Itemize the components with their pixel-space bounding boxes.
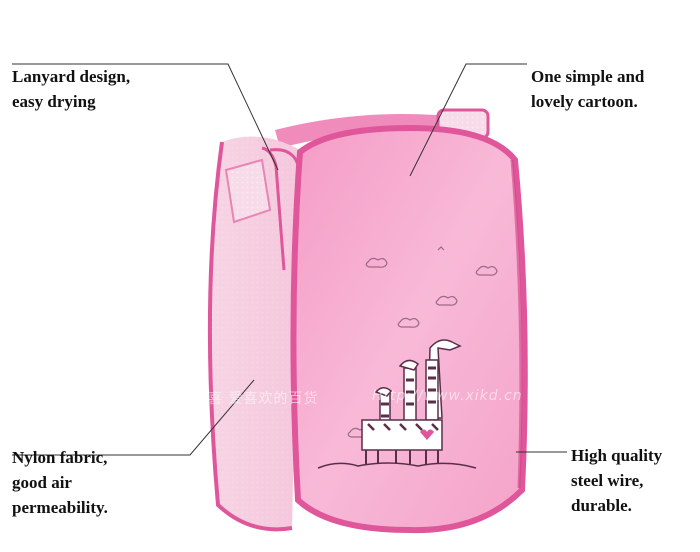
giraffe-cartoon	[317, 339, 477, 469]
watermark-chinese: 喜 爱喜欢的百货	[208, 391, 319, 407]
mesh-side-panel	[207, 136, 302, 532]
callout-cartoon-line1: One simple and	[531, 67, 645, 86]
callout-lanyard-line2: easy drying	[12, 92, 96, 111]
hamper-front-panel	[290, 124, 528, 534]
callout-lanyard-line1: Lanyard design,	[12, 67, 131, 86]
callout-nylon-line3: permeability.	[12, 498, 108, 517]
callout-steel: High quality steel wire, durable.	[571, 443, 662, 518]
callout-lines	[12, 63, 567, 456]
callout-line-cartoon	[409, 63, 527, 177]
callout-steel-line2: steel wire,	[571, 471, 644, 490]
callout-nylon-line2: good air	[12, 473, 72, 492]
callout-lanyard: Lanyard design, easy drying	[12, 64, 130, 114]
callout-nylon: Nylon fabric, good air permeability.	[12, 445, 108, 520]
callout-cartoon-line2: lovely cartoon.	[531, 92, 638, 111]
callout-line-lanyard	[12, 63, 279, 171]
callout-line-nylon	[12, 379, 255, 456]
callout-nylon-line1: Nylon fabric,	[12, 448, 108, 467]
callout-steel-line1: High quality	[571, 446, 663, 465]
watermark-url: Http://www.xikd.cn	[372, 388, 523, 404]
callout-steel-line3: durable.	[571, 496, 632, 515]
callout-cartoon: One simple and lovely cartoon.	[531, 64, 644, 114]
